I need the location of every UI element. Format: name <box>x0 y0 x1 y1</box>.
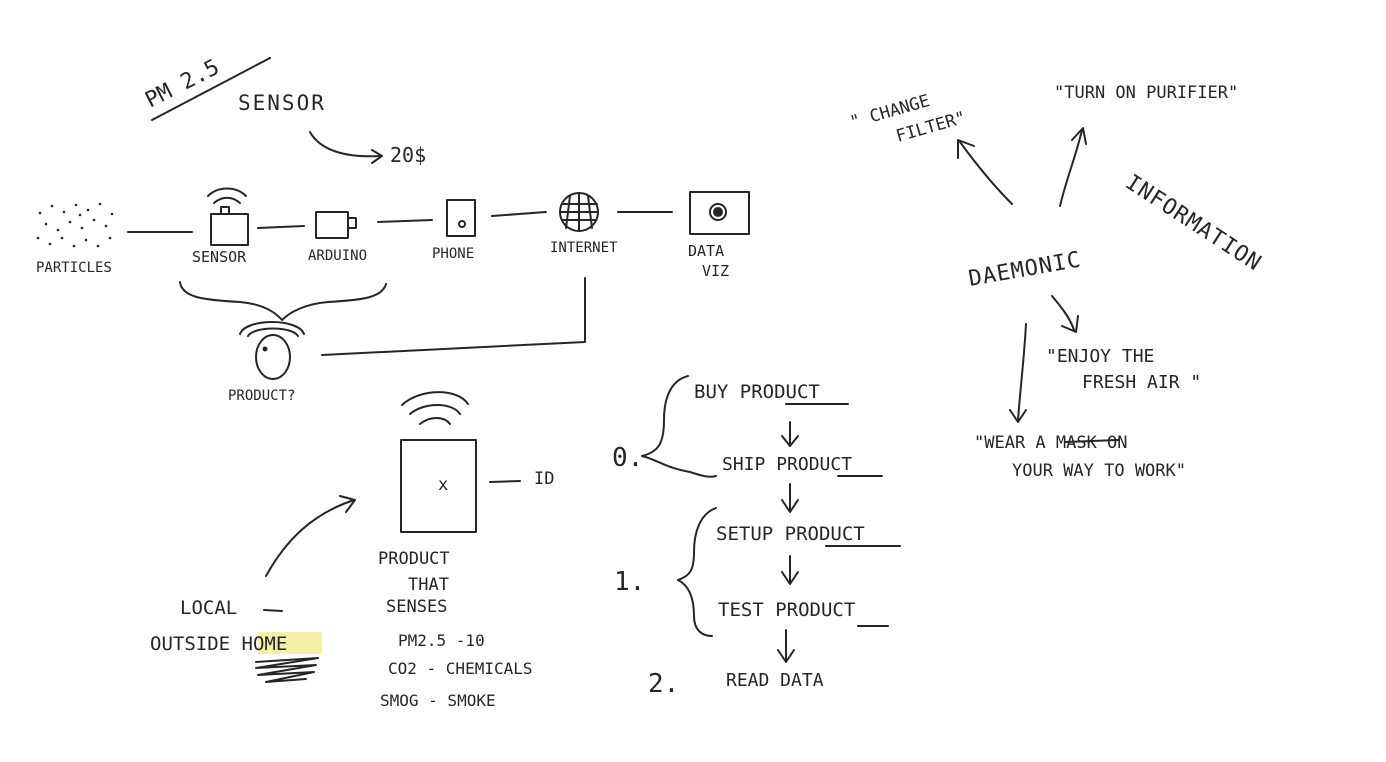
product-mark: x <box>438 475 448 495</box>
globe-icon <box>559 192 599 232</box>
buy-product-word: PRODUCT <box>740 381 820 403</box>
sensor-label: SENSOR <box>192 248 247 266</box>
phone-icon <box>446 199 476 237</box>
enjoy-line2: FRESH AIR " <box>1082 372 1201 393</box>
stage-0-number: 0. <box>612 443 643 473</box>
stage-2-number: 2. <box>648 669 679 699</box>
arrow-wear <box>1009 323 1027 423</box>
enjoy-line1: "ENJOY THE <box>1046 346 1154 367</box>
product-device-icon <box>400 391 477 533</box>
product-caption-line1: PRODUCT <box>378 549 450 569</box>
buy-product: BUY PRODUCT <box>694 381 820 403</box>
monitor-icon <box>689 191 750 235</box>
test-product-word: PRODUCT <box>775 599 855 621</box>
connector-internet-product <box>321 277 586 356</box>
arrow-change-filter <box>957 139 1013 205</box>
buy-word: BUY <box>694 381 740 403</box>
stage-0-brace <box>641 375 717 478</box>
daemonic-label: DAEMONIC <box>967 247 1084 291</box>
sensor-icon <box>207 187 249 246</box>
home-highlight <box>258 632 322 654</box>
arduino-icon <box>315 211 357 239</box>
setup-word: SETUP <box>716 523 785 545</box>
local-arrow <box>265 495 356 577</box>
id-connector <box>489 480 521 483</box>
setup-product: SETUP PRODUCT <box>716 523 865 545</box>
stage-1-number: 1. <box>614 567 645 597</box>
location-dash <box>263 609 283 612</box>
arduino-label: ARDUINO <box>308 248 367 264</box>
mask-strike <box>1065 439 1119 443</box>
ship-product: SHIP PRODUCT <box>722 454 852 475</box>
product-question-label: PRODUCT? <box>228 388 295 404</box>
location-home: HOME <box>242 633 288 655</box>
location-outside: OUTSIDE <box>150 633 242 655</box>
internet-label: INTERNET <box>550 240 618 256</box>
price-label: 20$ <box>390 143 426 167</box>
sensor-price-heading: SENSOR <box>238 91 326 115</box>
setup-test-arrow <box>781 555 799 585</box>
pm25-underline <box>151 57 271 121</box>
dataviz-label-line1: DATA <box>688 242 724 260</box>
setup-product-word: PRODUCT <box>785 523 865 545</box>
arrow-enjoy <box>1051 295 1079 333</box>
particles-label: PARTICLES <box>36 260 112 276</box>
stage-1-brace <box>677 507 717 637</box>
product-caption-line3: SENSES <box>386 597 447 617</box>
turn-on-purifier: "TURN ON PURIFIER" <box>1054 83 1238 103</box>
test-word: TEST <box>718 599 775 621</box>
ship-product-word: PRODUCT <box>776 454 852 475</box>
location-line1: LOCAL <box>180 597 237 619</box>
price-arrow <box>309 131 383 164</box>
connector-arduino-phone <box>377 219 433 223</box>
ship-word: SHIP <box>722 454 776 475</box>
connector-sensor-arduino <box>257 225 305 229</box>
senses-pm25: PM2.5 -10 <box>398 631 485 650</box>
wear-line2: YOUR WAY TO WORK" <box>1012 461 1186 481</box>
dataviz-label-line2: VIZ <box>702 262 729 280</box>
buy-ship-arrow <box>781 421 799 447</box>
information-label: INFORMATION <box>1121 170 1266 276</box>
product-caption-line2: THAT <box>408 575 449 595</box>
senses-co2: CO2 - CHEMICALS <box>388 659 533 678</box>
connector-phone-internet <box>491 211 547 217</box>
senses-smog: SMOG - SMOKE <box>380 691 496 710</box>
test-read-arrow <box>777 629 795 663</box>
location-line2: OUTSIDE HOME <box>150 633 287 655</box>
phone-label: PHONE <box>432 246 474 262</box>
arrow-turn-on <box>1059 127 1087 207</box>
particles-icon <box>36 202 114 248</box>
ship-setup-arrow <box>781 483 799 513</box>
id-label: ID <box>534 469 554 489</box>
test-product: TEST PRODUCT <box>718 599 855 621</box>
home-scribble <box>255 657 319 683</box>
product-mouse-icon <box>239 321 305 380</box>
product-brace <box>179 281 387 321</box>
wear-line1: "WEAR A MASK ON <box>974 433 1128 453</box>
read-data: READ DATA <box>726 670 824 691</box>
